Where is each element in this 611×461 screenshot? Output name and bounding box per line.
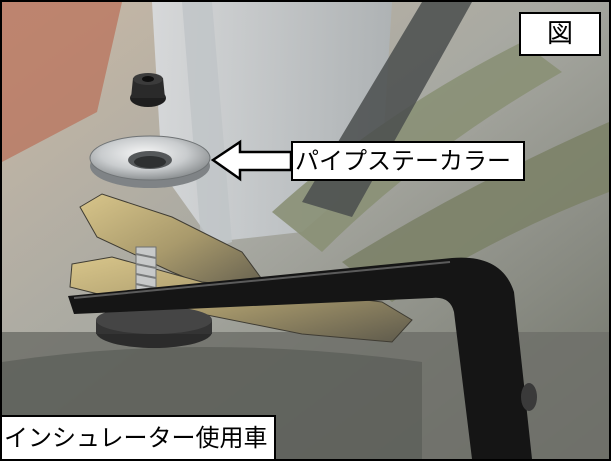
black-stay: [68, 257, 537, 459]
flange-nut: [130, 73, 166, 107]
frame-rail: [182, 2, 232, 252]
pipe-stay-collar: [89, 135, 211, 188]
callout-label: パイプステーカラー: [291, 141, 525, 181]
insulator: [96, 306, 212, 348]
pipe-right: [342, 122, 609, 302]
figure-label: 図: [519, 12, 601, 56]
red-part: [2, 2, 122, 162]
caption-label: インシュレーター使用車: [2, 415, 276, 459]
